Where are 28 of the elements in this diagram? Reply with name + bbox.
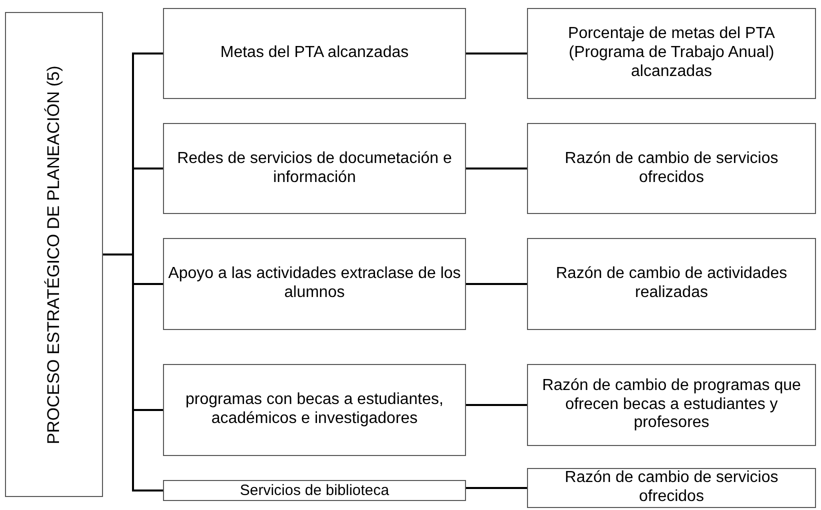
box-text: Razón de cambio de servicios ofrecidos <box>564 469 780 507</box>
box-text: Servicios de biblioteca <box>240 482 390 500</box>
connector-line <box>466 168 527 170</box>
indicator-box <box>163 8 466 99</box>
box-text: Razón de cambio de programas que ofrecen becas a estudiantes y profesores <box>541 376 802 434</box>
process-title-box <box>5 12 103 497</box>
connector-line <box>103 254 163 492</box>
box-text: programas con becas a estudiantes, académicos e investigadores <box>184 391 444 429</box>
indicator-box <box>527 123 816 214</box>
indicator-box <box>163 123 466 214</box>
box-text: Porcentaje de metas del PTA (Programa de Trabajo Anual) alcanzadas <box>567 25 776 82</box>
box-text: Metas del PTA alcanzadas <box>220 44 409 63</box>
indicator-box <box>527 468 816 508</box>
connector-line <box>466 52 527 54</box>
box-text: Razón de cambio de servicios ofrecidos <box>564 150 780 188</box>
indicator-box <box>527 238 816 330</box>
indicator-box <box>163 238 466 330</box>
box-text: Redes de servicios de documetación e información <box>176 150 453 188</box>
connector-line <box>466 487 527 489</box>
connector-line <box>466 283 527 285</box>
connector-line <box>466 404 527 406</box>
process-title: PROCESO ESTRATÉGICO DE PLANEACIÓN (5) <box>44 64 64 446</box>
box-text: Razón de cambio de actividades realizadas <box>554 265 788 303</box>
box-text: Apoyo a las actividades extraclase de los alumnos <box>168 265 461 303</box>
indicator-box <box>163 364 466 456</box>
indicator-box <box>527 364 816 446</box>
indicator-box <box>527 8 816 99</box>
indicator-box <box>163 480 466 501</box>
